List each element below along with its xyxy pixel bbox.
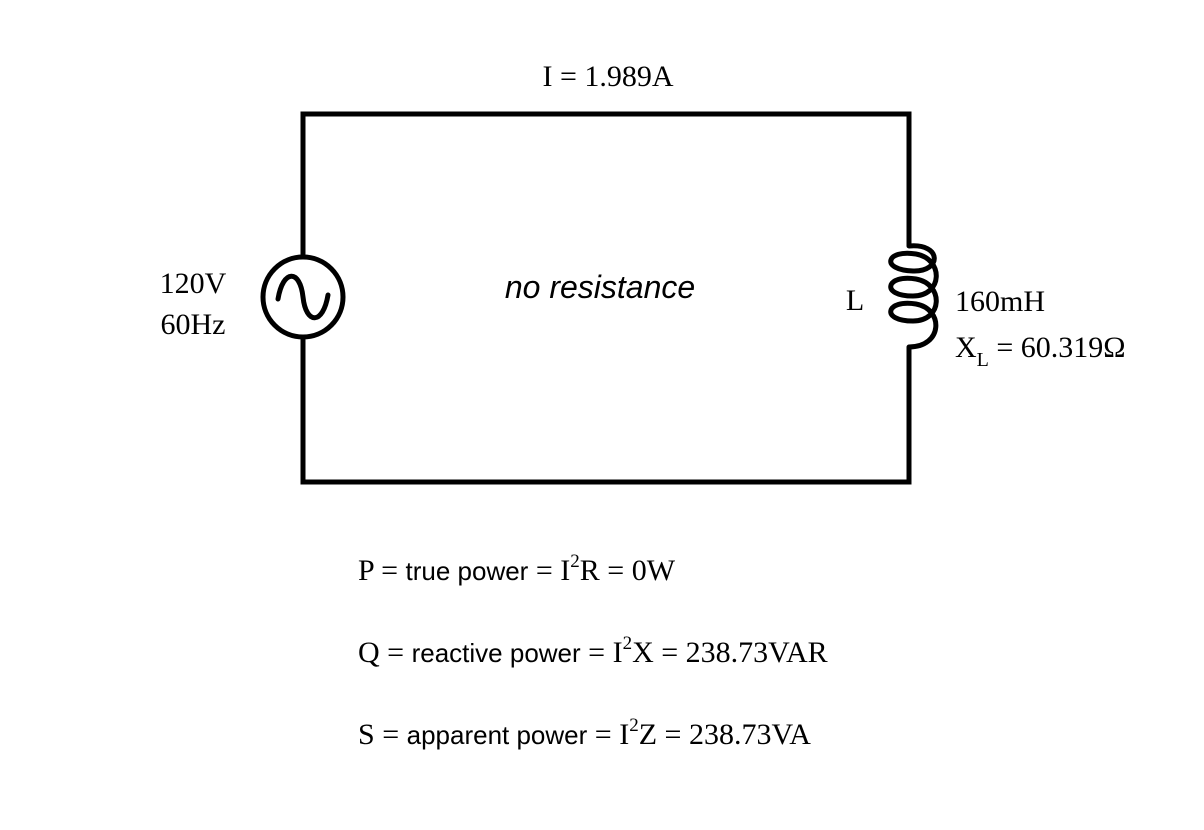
eq-q-symbol: Q [358, 636, 380, 669]
eq-s-equals-2: = [587, 718, 619, 751]
eq-p-equals-1: = [374, 554, 406, 587]
eq-q-exponent: 2 [623, 633, 633, 654]
eq-s-equals-1: = [375, 718, 407, 751]
equation-true-power: P = true power = I2R = 0W [358, 551, 676, 587]
eq-q-equals-1: = [380, 636, 412, 669]
equation-apparent-power: S = apparent power = I2Z = 238.73VA [358, 715, 811, 751]
eq-p-exponent: 2 [570, 551, 580, 572]
eq-q-base: I [613, 636, 623, 669]
eq-s-base: I [619, 718, 629, 751]
eq-s-symbol: S [358, 718, 375, 751]
coil-icon [888, 243, 939, 350]
equation-reactive-power: Q = reactive power = I2X = 238.73VAR [358, 633, 828, 669]
inductor-designator: L [846, 284, 864, 317]
source-frequency: 60Hz [161, 308, 226, 341]
reactance-value: = 60.319Ω [989, 331, 1126, 364]
eq-p-equals-2: = [528, 554, 560, 587]
eq-q-description: reactive power [412, 638, 581, 668]
eq-s-exponent: 2 [629, 715, 639, 736]
eq-s-rest: Z = 238.73VA [639, 718, 812, 751]
inductor-inductance: 160mH [955, 285, 1045, 318]
eq-p-symbol: P [358, 554, 374, 587]
eq-q-equals-2: = [581, 636, 613, 669]
reactance-subscript: L [977, 349, 989, 371]
ac-source [260, 254, 346, 340]
eq-p-base: I [560, 554, 570, 587]
eq-q-rest: X = 238.73VAR [632, 636, 828, 669]
circuit-note: no resistance [505, 269, 695, 305]
ac-sine-icon [275, 273, 331, 321]
inductor-reactance: XL = 60.319Ω [955, 331, 1126, 371]
circuit-wire [300, 111, 912, 485]
source-voltage: 120V [160, 267, 227, 300]
current-label: I = 1.989A [542, 60, 673, 93]
eq-p-rest: R = 0W [580, 554, 676, 587]
eq-s-description: apparent power [407, 720, 588, 750]
reactance-symbol: X [955, 331, 977, 364]
eq-p-description: true power [406, 556, 529, 586]
